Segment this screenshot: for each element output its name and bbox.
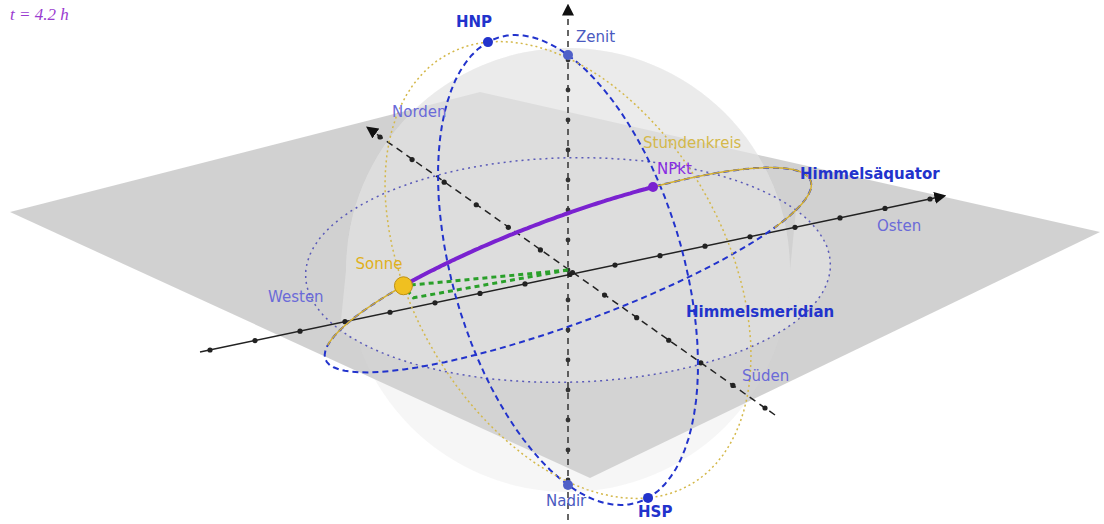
zenith-point [563,50,573,60]
east-west-axis [200,196,944,352]
axis-tick [666,338,671,343]
axis-tick [927,196,932,201]
point-label: Zenit [576,29,615,46]
point-label: NPkt [657,161,692,178]
axis-tick [538,247,543,252]
circle-label: Himmelsmeridian [686,304,834,321]
point-label: HNP [456,14,492,31]
axis-tick [612,262,617,267]
hour-angle-arc [403,187,653,286]
axis-tick [570,270,575,275]
axis-tick [566,298,571,303]
vertical-axis [567,6,569,520]
axis-tick [882,206,887,211]
direction-label: Süden [742,368,789,385]
axis-tick [698,360,703,365]
axis-tick [602,292,607,297]
axis-tick [657,253,662,258]
axis-tick [566,358,571,363]
circle-label: Himmelsäquator [800,166,940,183]
axis-tick [409,157,414,162]
axis-tick [566,238,571,243]
axis-tick [566,418,571,423]
circle-label: Stundenkreis [643,135,741,152]
axis-tick [522,281,527,286]
axis-tick [566,88,571,93]
axis-tick [207,347,212,352]
axis-tick [747,234,752,239]
axis-tick [634,315,639,320]
axis-tick [566,388,571,393]
pole-point [643,493,653,503]
meridian-point [648,182,658,192]
point-label: Sonne [355,256,402,273]
axis-tick [442,180,447,185]
axis-tick [702,244,707,249]
direction-label: Osten [877,218,921,235]
axis-tick [387,310,392,315]
axis-tick [566,178,571,183]
direction-label: Westen [268,289,324,306]
axis-tick [566,448,571,453]
pole-point [483,37,493,47]
axis-tick [474,202,479,207]
axis-tick [837,215,842,220]
axis-tick [730,383,735,388]
axis-tick [297,329,302,334]
horizon-circle [306,158,831,383]
axis-tick [506,225,511,230]
north-south-axis [368,128,775,415]
direction-label: Norden [392,104,447,121]
point-label: HSP [638,504,672,521]
time-label: t = 4.2 h [10,6,69,25]
axis-tick [252,338,257,343]
equator-circle [325,168,812,373]
hour-angle-triangle [403,270,568,298]
axis-tick [566,118,571,123]
axis-tick [566,328,571,333]
hour-circle [385,42,751,499]
point-label: Nadir [546,493,586,510]
nadir-point [563,480,573,490]
axis-tick [566,148,571,153]
axis-tick [792,225,797,230]
axis-tick [762,405,767,410]
sun-symbol [394,277,412,295]
axis-tick [377,134,382,139]
axis-tick [432,300,437,305]
axis-tick [477,291,482,296]
sphere-dome [340,48,831,382]
